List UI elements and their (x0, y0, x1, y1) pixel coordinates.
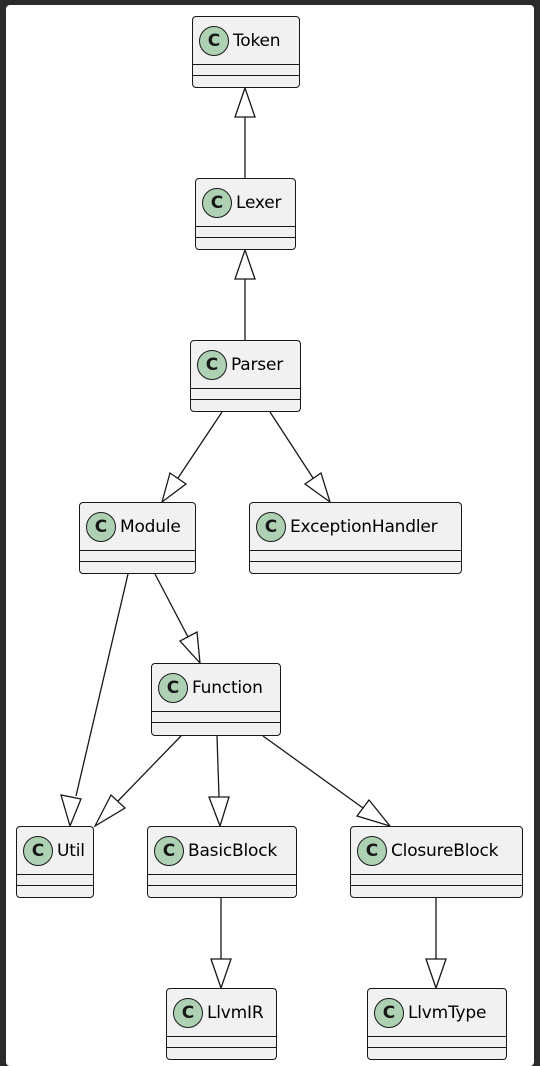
class-c-badge: C (154, 836, 184, 866)
attributes-divider (368, 1036, 506, 1037)
attributes-divider (196, 226, 295, 227)
class-name: LlvmType (408, 1003, 487, 1023)
class-c-badge: C (86, 512, 116, 542)
edge-function-util (117, 735, 182, 802)
class-c-badge: C (197, 350, 227, 380)
methods-divider (351, 885, 522, 886)
class-name: ClosureBlock (391, 841, 499, 861)
class-c-badge: C (202, 188, 232, 218)
attributes-divider (167, 1036, 276, 1037)
attributes-divider (250, 550, 461, 551)
arrowhead-basicblock (208, 796, 230, 828)
class-c-badge: C (158, 673, 188, 703)
edge-parser-module (177, 411, 223, 479)
edge-module-util (75, 573, 129, 797)
class-name: Function (192, 678, 263, 698)
class-name: LlvmIR (207, 1003, 264, 1023)
edge-parser-exceptionhandler (269, 411, 314, 479)
attributes-divider (193, 64, 299, 65)
methods-divider (152, 722, 280, 723)
class-name: Token (233, 31, 281, 51)
arrowhead-util-from-module (60, 794, 82, 828)
methods-divider (17, 885, 93, 886)
edge-function-closureblock (262, 735, 364, 809)
class-token[interactable]: C Token (192, 16, 300, 88)
arrowhead-token (234, 86, 256, 118)
methods-divider (196, 237, 295, 238)
attributes-divider (148, 874, 296, 875)
methods-divider (368, 1047, 506, 1048)
arrowhead-llvmir (210, 958, 232, 990)
arrowhead-function (178, 630, 201, 665)
class-c-badge: C (374, 998, 404, 1028)
methods-divider (193, 75, 299, 76)
class-c-badge: C (357, 836, 387, 866)
arrowhead-lexer (234, 248, 256, 280)
class-name: Util (57, 841, 85, 861)
class-module[interactable]: C Module (79, 502, 196, 574)
class-basicblock[interactable]: C BasicBlock (147, 826, 297, 898)
attributes-divider (17, 874, 93, 875)
class-parser[interactable]: C Parser (190, 340, 301, 412)
class-closureblock[interactable]: C ClosureBlock (350, 826, 523, 898)
attributes-divider (191, 388, 300, 389)
methods-divider (191, 399, 300, 400)
arrowhead-closureblock (355, 798, 392, 828)
edge-function-basicblock (216, 735, 220, 798)
arrowhead-module (160, 471, 188, 504)
class-c-badge: C (199, 26, 229, 56)
arrowhead-exceptionhandler (303, 471, 332, 504)
methods-divider (148, 885, 296, 886)
class-util[interactable]: C Util (16, 826, 94, 898)
class-c-badge: C (23, 836, 53, 866)
methods-divider (167, 1047, 276, 1048)
class-name: Parser (231, 355, 283, 375)
arrowhead-util-from-function (93, 793, 127, 828)
class-function[interactable]: C Function (151, 663, 281, 736)
class-exceptionhandler[interactable]: C ExceptionHandler (249, 502, 462, 574)
attributes-divider (152, 711, 280, 712)
class-name: Lexer (236, 193, 282, 213)
methods-divider (250, 561, 461, 562)
class-llvmtype[interactable]: C LlvmType (367, 988, 507, 1060)
attributes-divider (351, 874, 522, 875)
methods-divider (80, 561, 195, 562)
edge-module-function (154, 573, 189, 638)
attributes-divider (80, 550, 195, 551)
class-llvmir[interactable]: C LlvmIR (166, 988, 277, 1060)
class-c-badge: C (173, 998, 203, 1028)
arrowhead-llvmtype (425, 958, 447, 990)
class-c-badge: C (256, 512, 286, 542)
class-name: Module (120, 517, 181, 537)
class-lexer[interactable]: C Lexer (195, 178, 296, 250)
class-name: ExceptionHandler (290, 517, 438, 537)
class-name: BasicBlock (188, 841, 277, 861)
